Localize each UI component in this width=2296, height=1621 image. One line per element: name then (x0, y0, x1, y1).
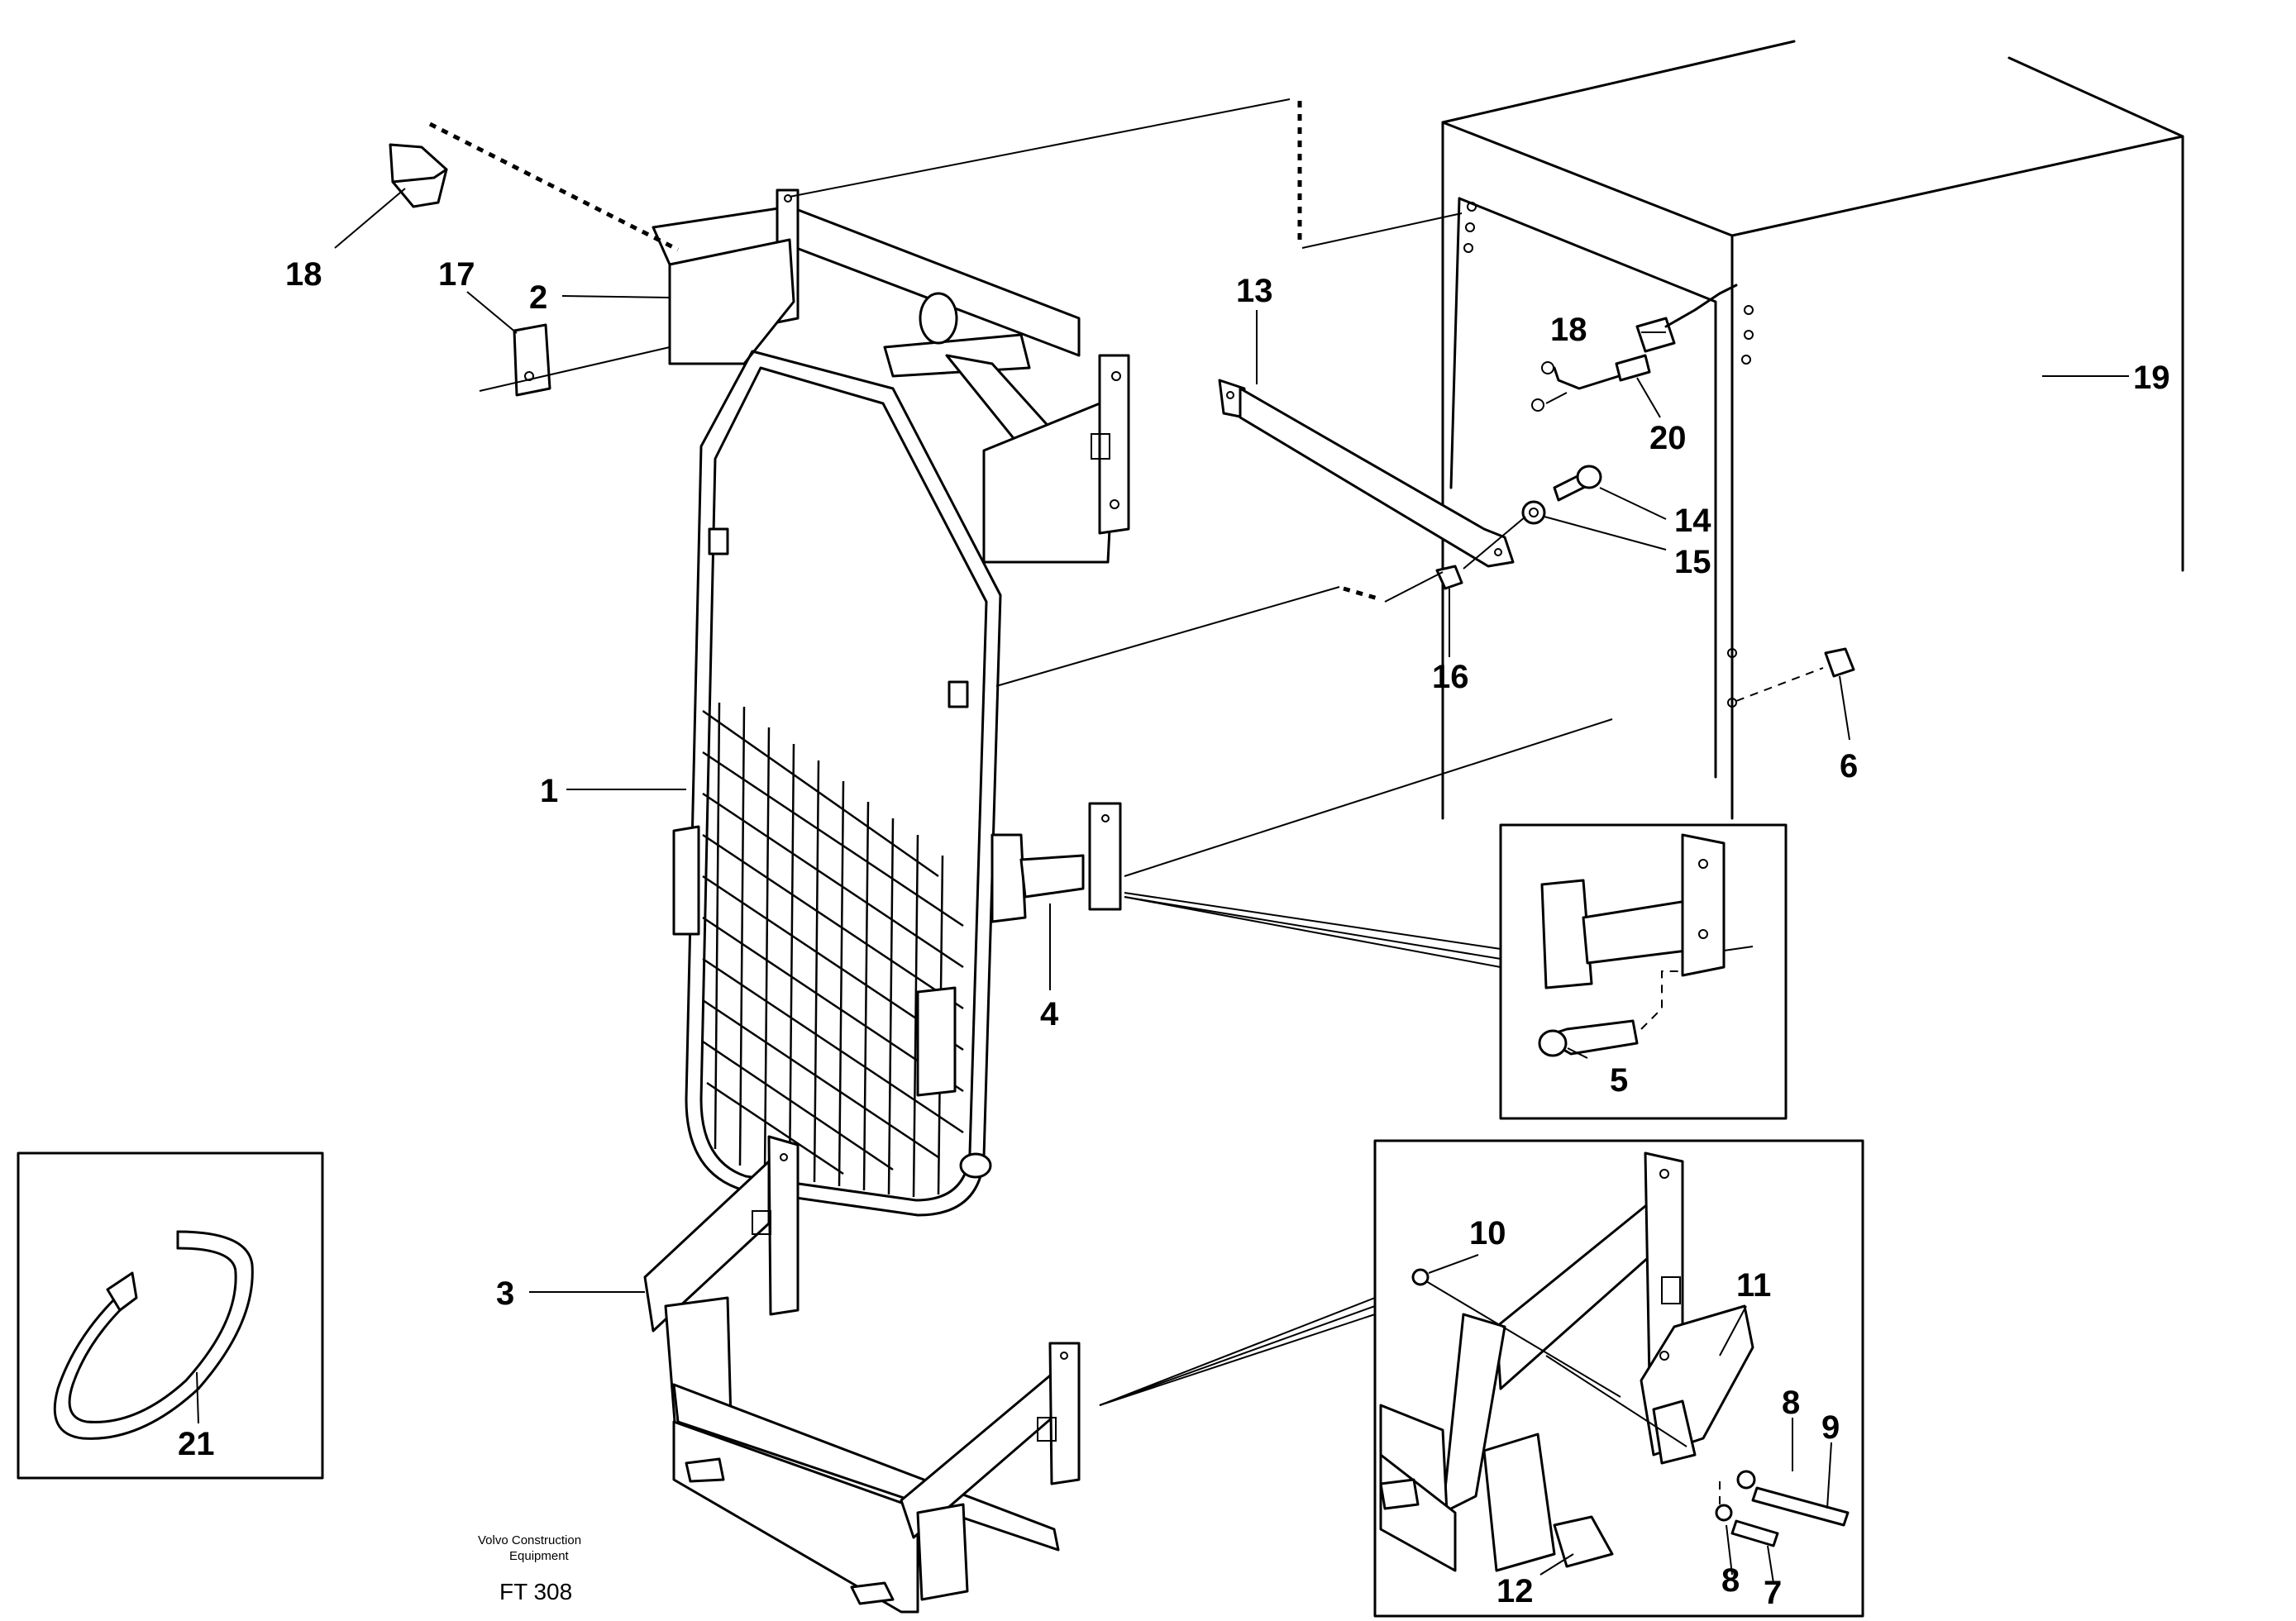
callout-11: 11 (1736, 1267, 1771, 1304)
cable-20 (1531, 354, 1651, 412)
washer-15 (1521, 500, 1546, 525)
cab-housing (1441, 40, 2184, 820)
bolt-14 (1553, 465, 1602, 502)
grille-door (672, 350, 1002, 1217)
side-bracket (990, 802, 1122, 923)
grille-mesh (702, 702, 964, 1198)
detail-box-strap (17, 1151, 324, 1480)
callout-20: 20 (1649, 420, 1687, 456)
callout-18-plug: 18 (1550, 312, 1587, 348)
top-bracket (652, 188, 1130, 564)
callout-2: 2 (529, 279, 547, 316)
stay-rod (1218, 379, 1515, 568)
credit-line-2: Equipment (509, 1549, 570, 1563)
callout-15: 15 (1674, 544, 1711, 580)
callout-4: 4 (1040, 996, 1059, 1032)
callout-9: 9 (1821, 1409, 1840, 1446)
callout-3: 3 (496, 1275, 514, 1312)
nut-16 (1435, 565, 1463, 590)
callout-8-lower: 8 (1721, 1562, 1740, 1599)
part-18-rubber-block (389, 143, 448, 208)
callout-18-top: 18 (285, 256, 322, 293)
callout-5: 5 (1610, 1062, 1628, 1099)
bottom-bracket (643, 1135, 1081, 1614)
callout-6: 6 (1840, 748, 1858, 784)
callout-14: 14 (1674, 503, 1711, 539)
credit-line-1: Volvo Construction (478, 1533, 581, 1547)
callout-17: 17 (438, 256, 475, 293)
callout-19: 19 (2133, 360, 2170, 396)
callout-8-upper: 8 (1782, 1385, 1800, 1421)
callout-7: 7 (1764, 1575, 1782, 1611)
nut-6 (1824, 647, 1855, 678)
callout-1: 1 (540, 773, 558, 809)
callout-16: 16 (1432, 659, 1469, 695)
detail-box-latch (1373, 1139, 1864, 1618)
callout-12: 12 (1496, 1573, 1534, 1609)
callout-13: 13 (1236, 273, 1273, 309)
callout-10: 10 (1469, 1215, 1506, 1252)
figure-code: FT 308 (499, 1579, 572, 1604)
callout-21: 21 (178, 1426, 215, 1462)
detail-box-bracket (1499, 823, 1788, 1120)
part-17-plate (513, 323, 551, 397)
connector-18 (1635, 284, 1738, 353)
